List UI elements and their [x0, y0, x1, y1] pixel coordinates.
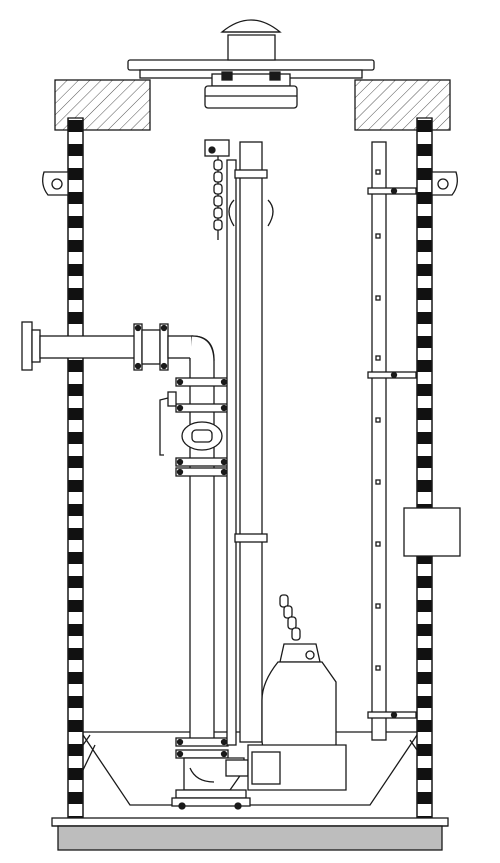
ladder-icon — [367, 141, 417, 741]
pump-chain-icon — [279, 594, 301, 641]
guide-rails — [226, 141, 268, 746]
discharge-pipe — [21, 321, 215, 381]
tank-bottom — [51, 731, 449, 851]
concrete-ring — [54, 79, 451, 131]
duck-foot-bend — [171, 757, 251, 810]
float-switch-hanger — [204, 139, 274, 240]
gate-valve-icon — [159, 391, 223, 456]
submersible-pump — [247, 594, 347, 791]
cover-hanging-unit — [204, 71, 298, 109]
tank-walls — [67, 117, 433, 819]
vent-cap-icon — [220, 19, 282, 33]
control-box — [403, 507, 461, 557]
lifting-lugs — [42, 171, 458, 196]
chain-icon — [213, 159, 223, 231]
riser-pipe — [159, 377, 229, 759]
manhole-cover — [127, 19, 375, 79]
